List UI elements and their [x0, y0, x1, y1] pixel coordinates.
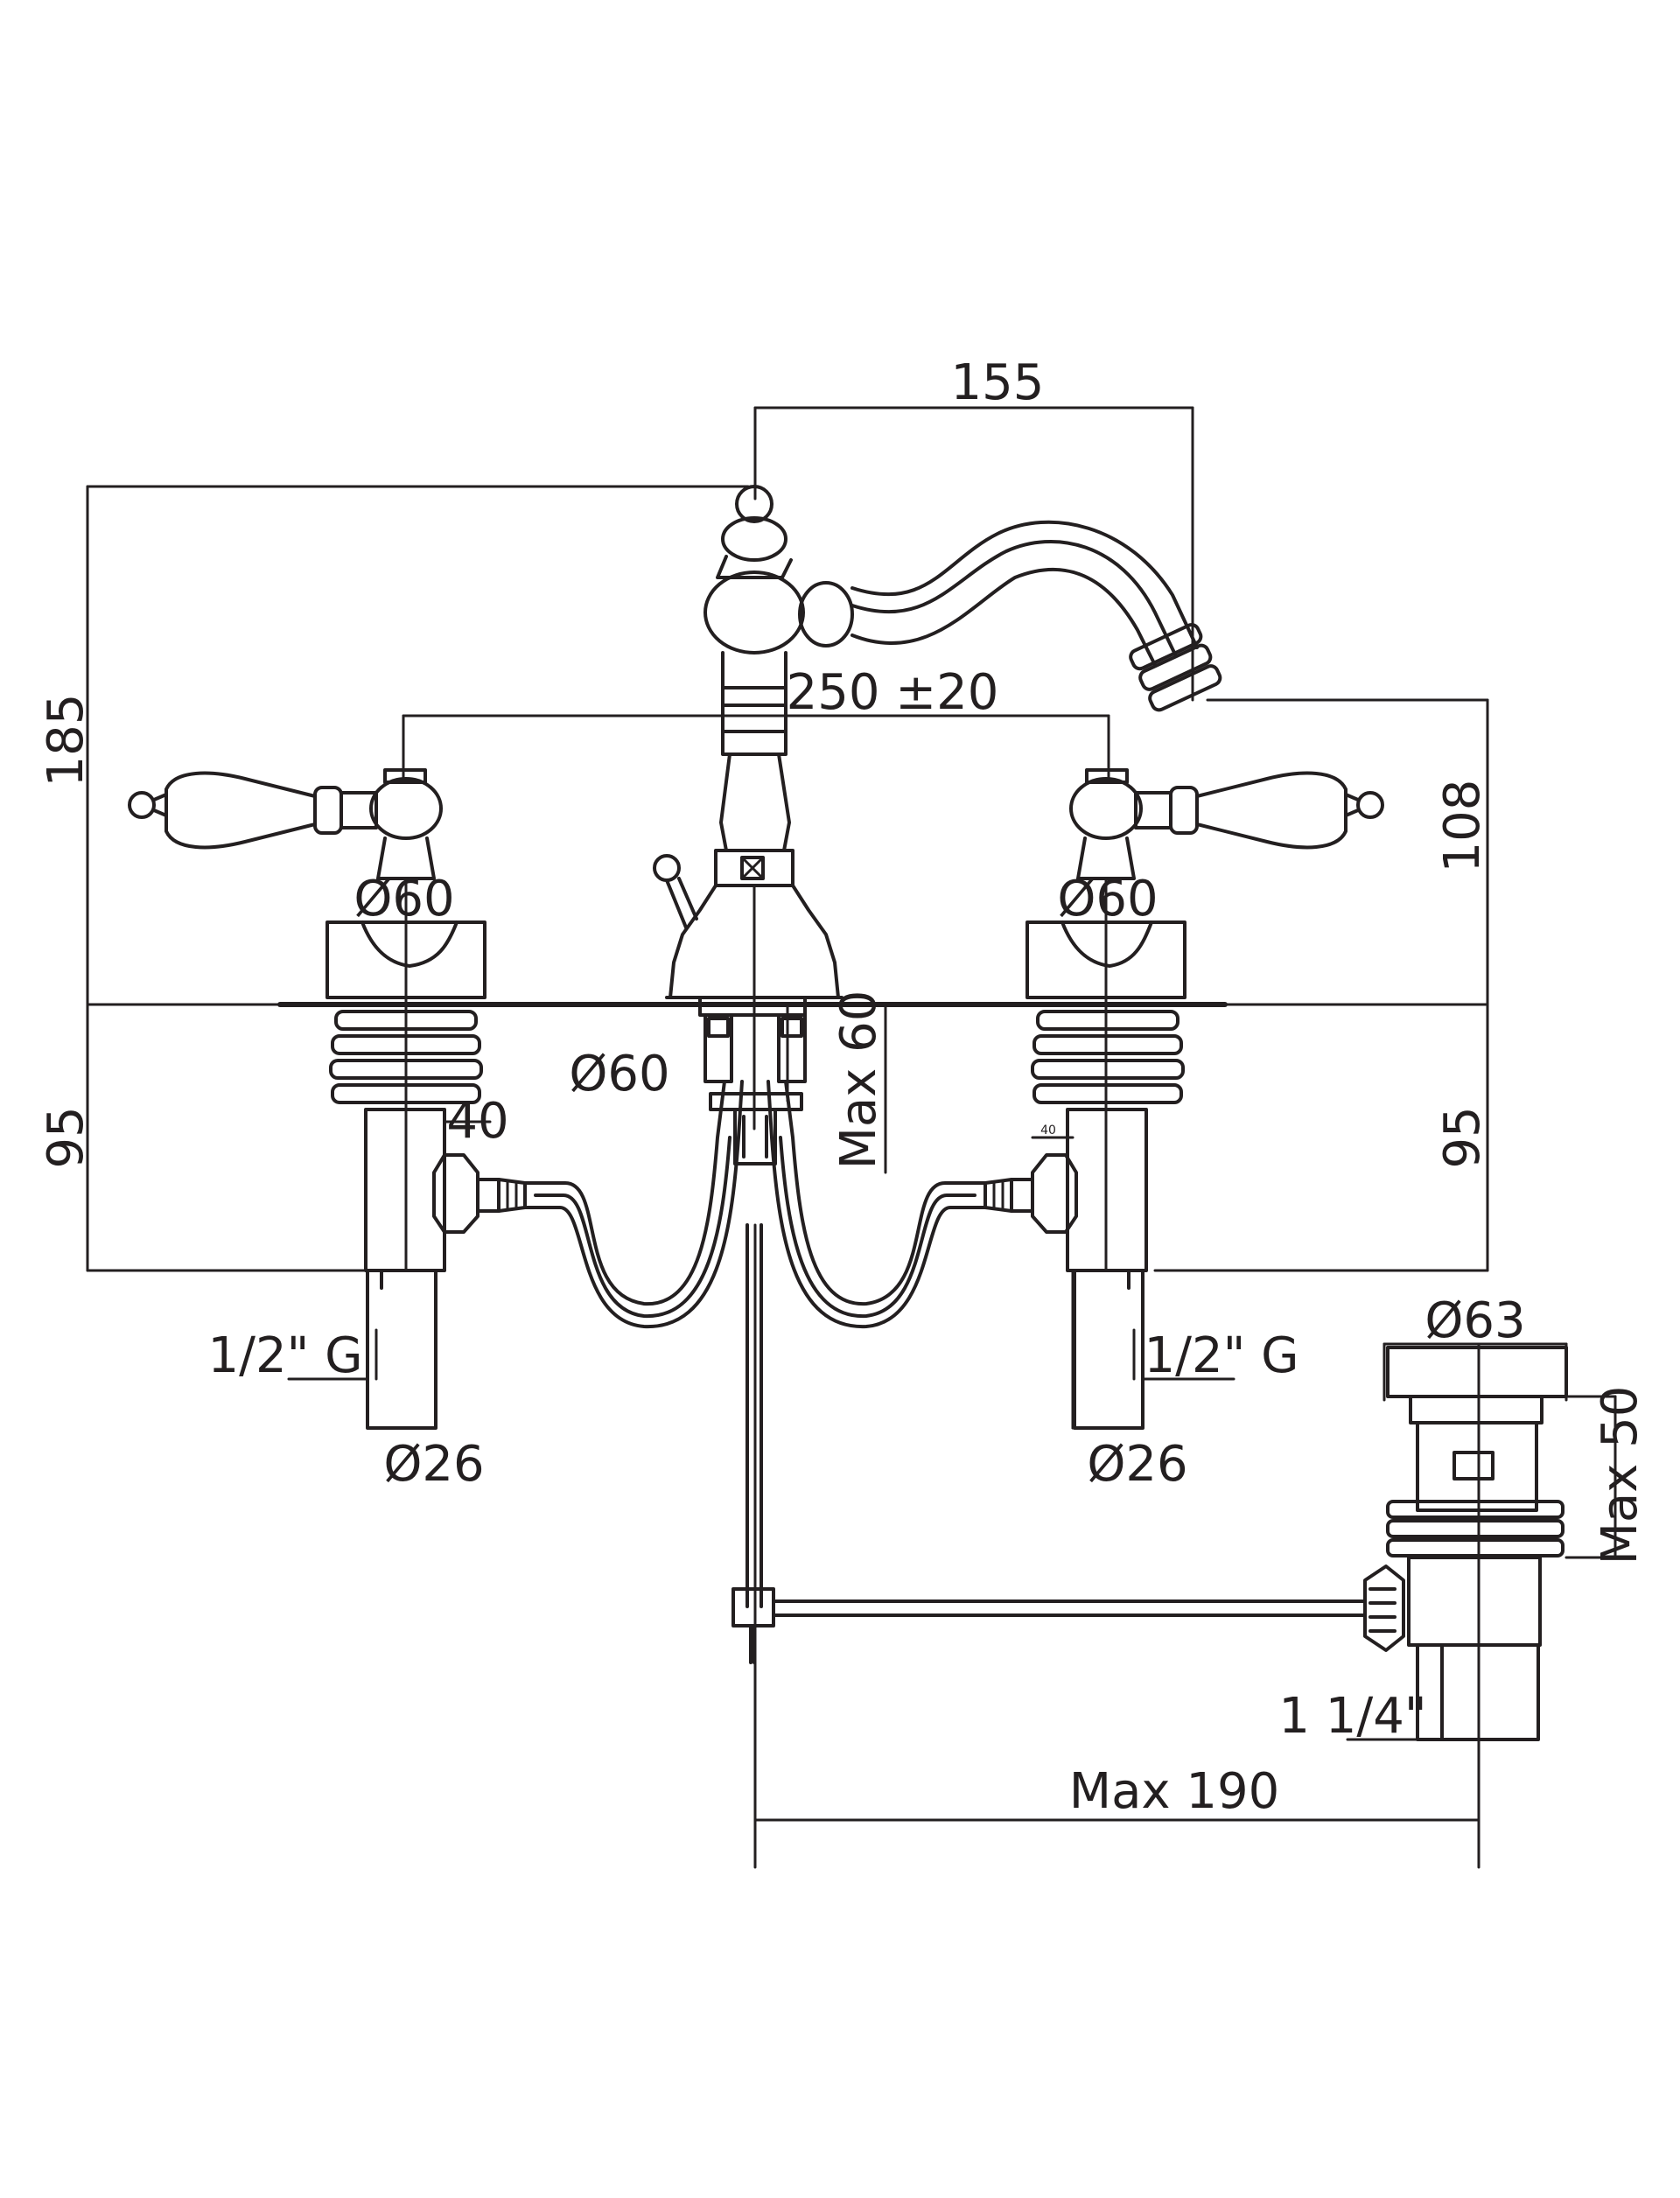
label-40-right: 40 [1040, 1124, 1056, 1138]
label-max50: Max 50 [1592, 1386, 1648, 1565]
label-d26-left: Ø26 [383, 1436, 484, 1493]
flex-hoses [523, 996, 987, 1329]
label-40-left: 40 [446, 1093, 508, 1150]
label-d60-right: Ø60 [1057, 871, 1158, 928]
central-spout [653, 485, 1222, 1130]
label-d60-left: Ø60 [354, 871, 454, 928]
dimension-labels: 155 185 250 ±20 108 Ø60 Ø60 Ø60 Max 60 9… [38, 354, 1648, 1820]
label-1-1-4: 1 1/4" [1278, 1688, 1426, 1745]
label-d63: Ø63 [1424, 1292, 1525, 1349]
label-max60: Max 60 [830, 990, 887, 1170]
label-250: 250 ±20 [787, 664, 999, 721]
left-valve [128, 768, 527, 1430]
label-95-left: 95 [38, 1106, 94, 1168]
label-d60-center: Ø60 [569, 1046, 669, 1102]
label-155: 155 [951, 354, 1045, 411]
label-108: 108 [1434, 780, 1491, 873]
label-95-right: 95 [1434, 1106, 1491, 1168]
label-d26-right: Ø26 [1087, 1436, 1187, 1493]
label-max190: Max 190 [1069, 1763, 1279, 1820]
pop-up-waste [732, 1223, 1568, 1741]
label-185: 185 [38, 694, 94, 788]
right-valve [984, 768, 1384, 1430]
label-half-g-right: 1/2" G [1144, 1327, 1298, 1384]
label-half-g-left: 1/2" G [207, 1327, 362, 1384]
